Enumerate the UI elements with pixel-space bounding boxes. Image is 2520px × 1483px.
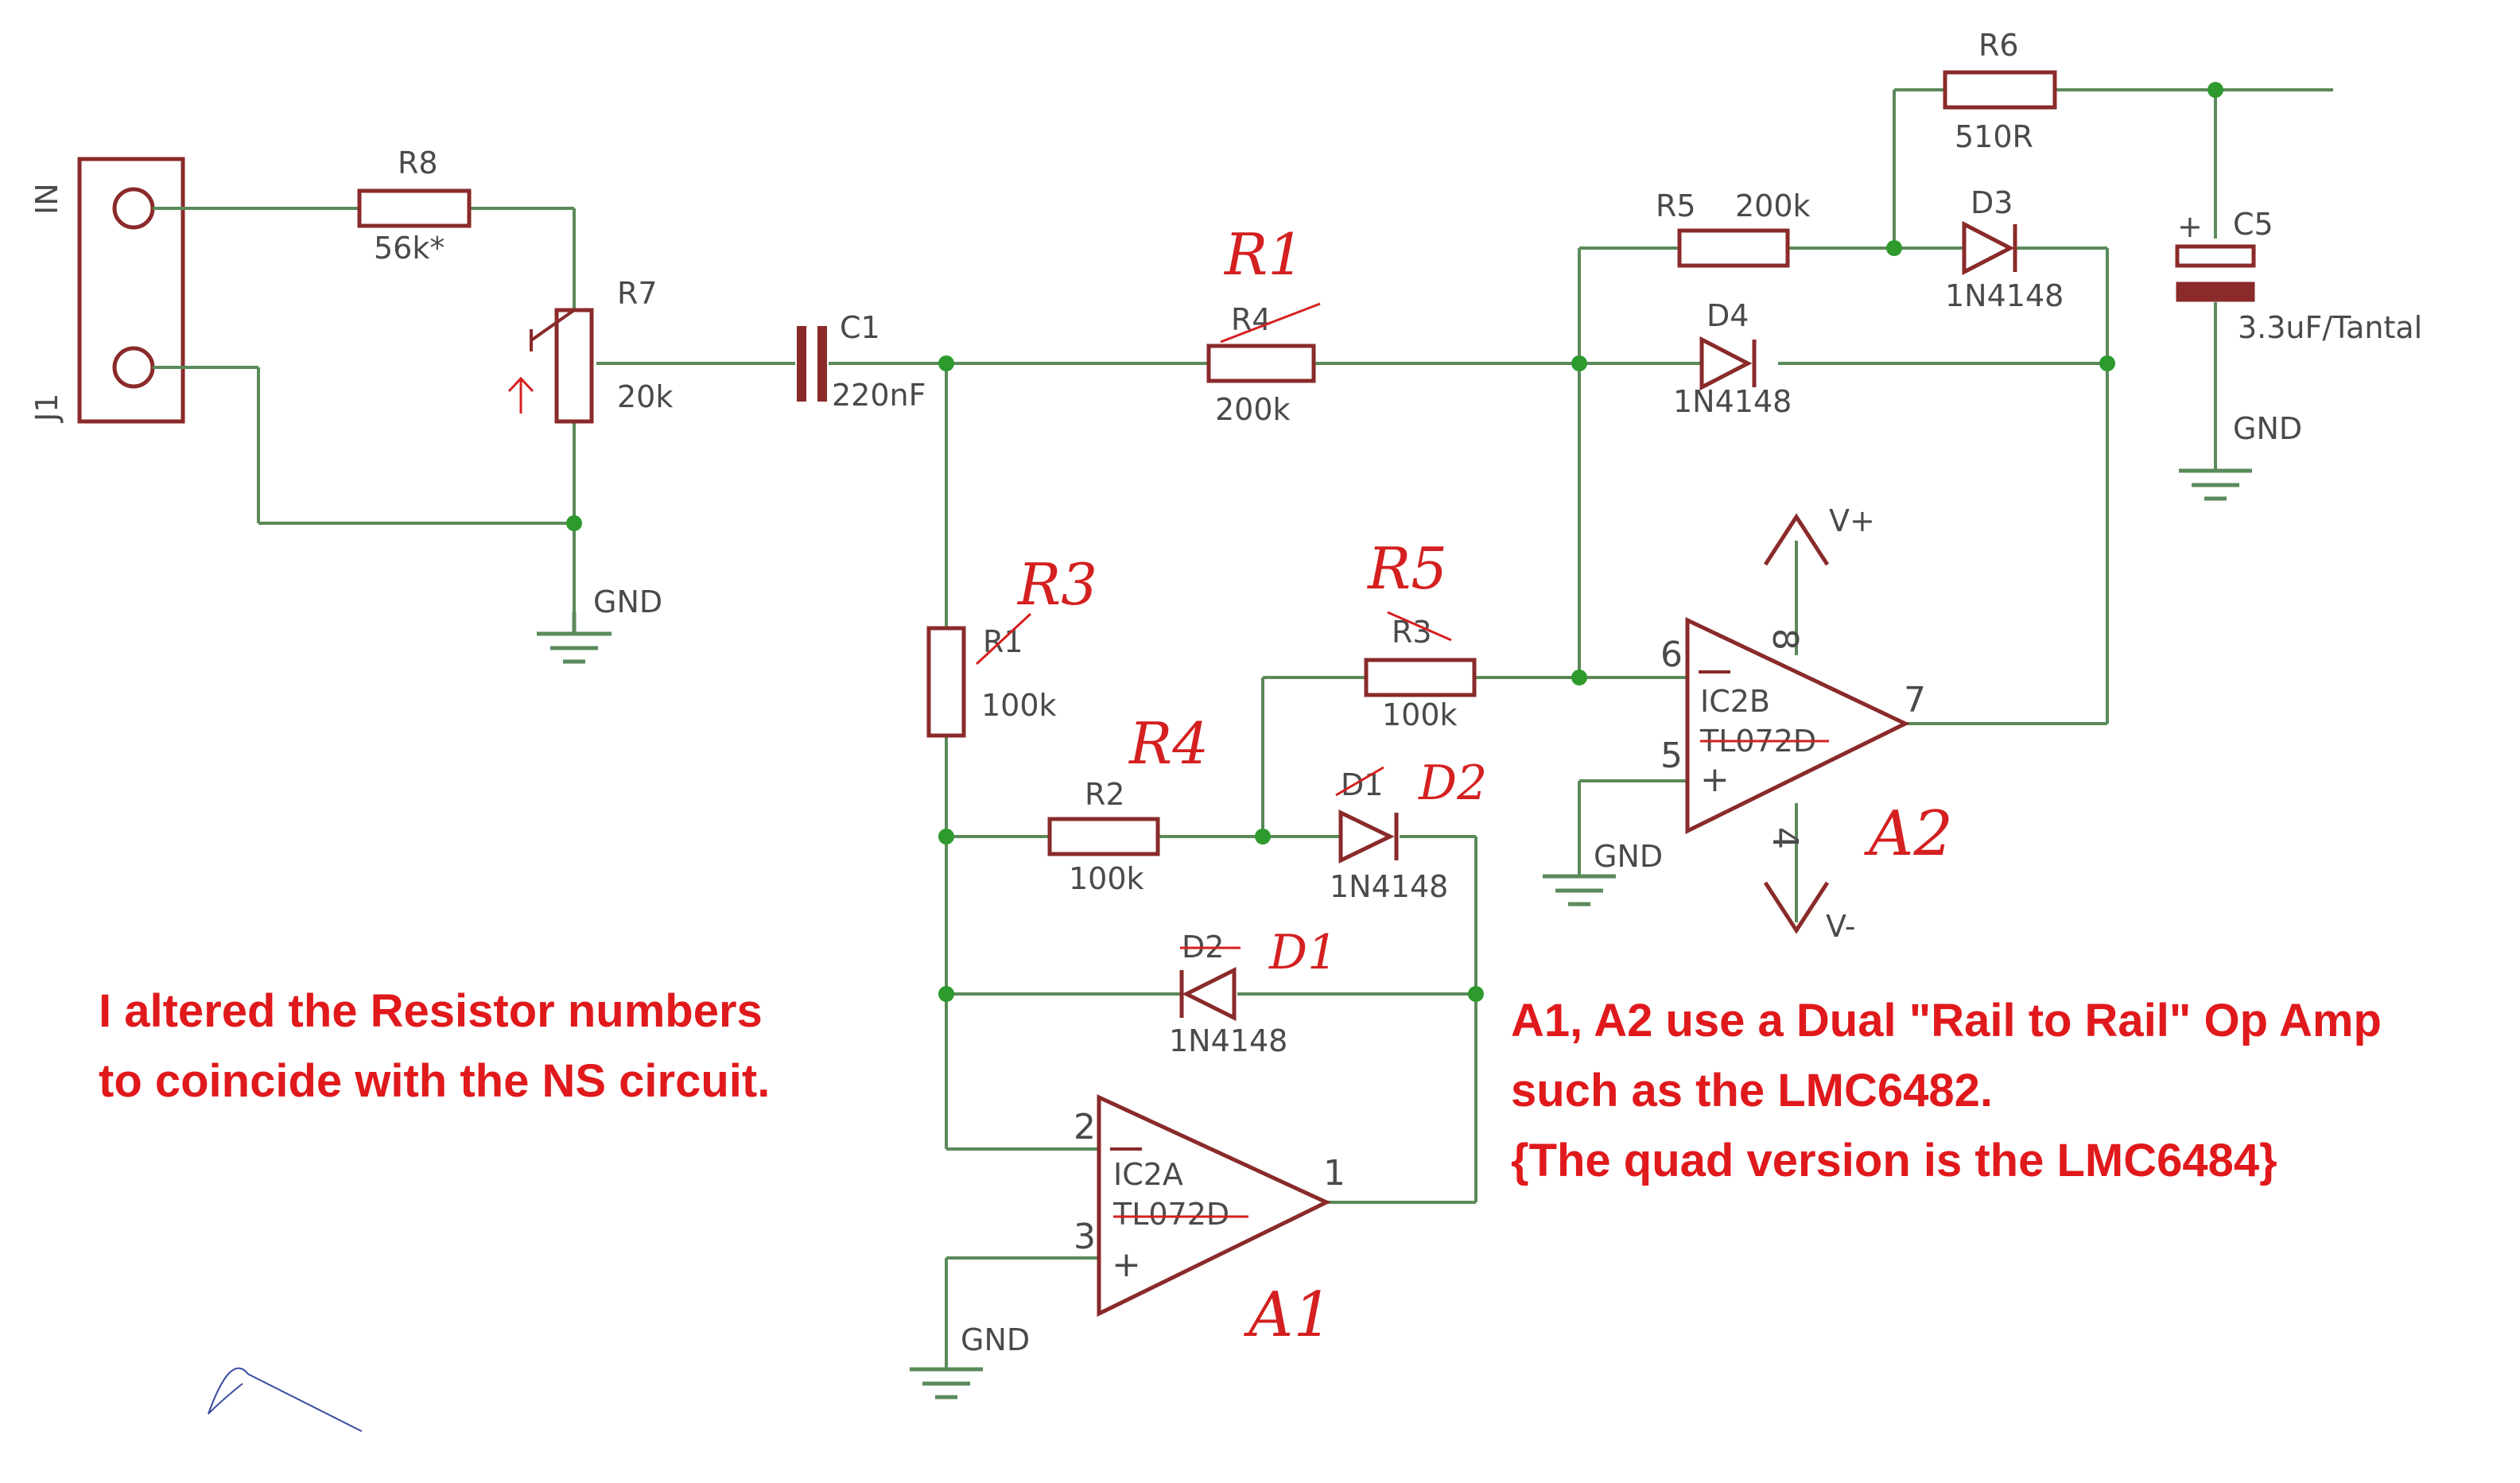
right-note-line-1: A1, A2 use a Dual "Rail to Rail" Op Amp	[1511, 995, 2382, 1046]
left-note-line-1: I altered the Resistor numbers	[99, 985, 763, 1037]
svg-text:GND: GND	[2233, 411, 2302, 446]
svg-text:2: 2	[1074, 1107, 1096, 1147]
svg-text:D3: D3	[1971, 185, 2013, 220]
left-note-line-2: to coincide with the NS circuit.	[99, 1055, 771, 1107]
svg-text:C1: C1	[840, 310, 880, 345]
svg-text:R7: R7	[617, 276, 658, 311]
connector-j1: J1 IN	[29, 157, 185, 424]
junctions	[566, 82, 2223, 1002]
hand-a2: A2	[1864, 798, 1953, 870]
resistor-r1: R1 100k	[926, 612, 1057, 738]
svg-text:1N4148: 1N4148	[1673, 384, 1792, 419]
j1-in-label: IN	[29, 183, 64, 215]
resistor-r5: R5 200k	[1656, 188, 1811, 268]
diode-d3: D3 1N4148	[1945, 185, 2064, 313]
resistor-r8: R8 56k*	[357, 146, 472, 266]
svg-text:1N4148: 1N4148	[1945, 278, 2064, 313]
handwritten-labels: R1 R3 R5 R4 D2 D1 A1 A2	[208, 221, 1953, 1432]
svg-text:IC2A: IC2A	[1113, 1157, 1183, 1192]
svg-text:IC2B: IC2B	[1700, 684, 1770, 719]
svg-text:R5: R5	[1656, 188, 1696, 223]
diode-d2: D2 1N4148	[1169, 930, 1287, 1058]
svg-text:100k: 100k	[1382, 697, 1458, 732]
hand-r1: R1	[1223, 221, 1304, 288]
svg-text:1N4148: 1N4148	[1169, 1023, 1287, 1058]
right-note: A1, A2 use a Dual "Rail to Rail" Op Amp …	[1511, 986, 2382, 1196]
diode-d1: D1 1N4148	[1330, 766, 1448, 904]
j1-label: J1	[29, 394, 64, 423]
svg-text:+: +	[1700, 759, 1730, 800]
opamp-ic2a: + IC2A TL072D 2 3 1	[1074, 1094, 1345, 1318]
svg-text:56k*: 56k*	[374, 231, 445, 266]
hand-r3: R3	[1016, 551, 1097, 618]
svg-text:+: +	[1112, 1244, 1141, 1285]
svg-text:100k: 100k	[981, 688, 1057, 723]
svg-text:C5: C5	[2233, 207, 2273, 242]
svg-text:1N4148: 1N4148	[1330, 869, 1448, 904]
ground-ic2b: GND	[1543, 839, 1663, 906]
svg-text:R8: R8	[398, 146, 438, 181]
svg-text:D1: D1	[1341, 767, 1383, 802]
svg-text:+: +	[2177, 209, 2203, 244]
svg-text:1: 1	[1323, 1153, 1345, 1194]
svg-text:R4: R4	[1231, 302, 1272, 337]
svg-text:TL072D: TL072D	[1112, 1197, 1229, 1232]
capacitor-c1: C1 220nF	[797, 310, 926, 413]
left-note: I altered the Resistor numbers to coinci…	[99, 976, 770, 1116]
ground-r7: GND	[537, 584, 662, 664]
ground-c5: GND	[2179, 411, 2302, 501]
resistor-r2: R2 100k	[1047, 777, 1160, 896]
svg-text:GND: GND	[593, 584, 662, 619]
hand-d2: D2	[1418, 755, 1487, 811]
svg-text:V+: V+	[1829, 503, 1875, 538]
diode-d4: D4 1N4148	[1673, 298, 1792, 419]
svg-text:8: 8	[1765, 628, 1805, 650]
resistor-r6: R6 510R	[1943, 28, 2057, 154]
svg-text:R3: R3	[1392, 615, 1432, 650]
svg-text:3.3uF/Tantal: 3.3uF/Tantal	[2238, 310, 2422, 345]
svg-text:5: 5	[1660, 736, 1683, 776]
svg-text:R2: R2	[1085, 777, 1125, 812]
svg-text:3: 3	[1074, 1217, 1096, 1257]
hand-r4: R4	[1128, 710, 1209, 777]
resistor-r4: R4 200k	[1206, 302, 1321, 427]
svg-text:D4: D4	[1707, 298, 1749, 333]
svg-text:R6: R6	[1978, 28, 2019, 63]
hand-r5: R5	[1366, 535, 1447, 602]
svg-text:100k: 100k	[1069, 861, 1144, 896]
right-note-line-2: such as the LMC6482.	[1511, 1065, 1993, 1116]
opamp-ic2b: + IC2B TL072D 6 5 7 8 4 V+ V-	[1660, 503, 1926, 944]
svg-text:20k: 20k	[617, 379, 673, 414]
svg-text:200k: 200k	[1735, 188, 1811, 223]
right-note-line-3: {The quad version is the LMC6484}	[1511, 1135, 2277, 1186]
svg-text:200k: 200k	[1215, 392, 1291, 427]
svg-text:V-: V-	[1826, 909, 1855, 944]
hand-d1: D1	[1268, 925, 1338, 980]
potentiometer-r7: R7 20k	[507, 276, 673, 424]
svg-text:GND: GND	[1594, 839, 1663, 874]
svg-text:GND: GND	[961, 1322, 1030, 1357]
svg-text:510R: 510R	[1955, 119, 2033, 154]
svg-text:6: 6	[1660, 635, 1683, 675]
hand-a1: A1	[1244, 1279, 1333, 1351]
capacitor-c5: + C5 3.3uF/Tantal	[2175, 207, 2422, 345]
resistor-r3: R3 100k	[1364, 611, 1477, 732]
ground-ic2a: GND	[910, 1322, 1030, 1400]
svg-text:4: 4	[1765, 827, 1805, 849]
svg-text:7: 7	[1904, 680, 1926, 720]
svg-text:220nF: 220nF	[832, 378, 926, 413]
